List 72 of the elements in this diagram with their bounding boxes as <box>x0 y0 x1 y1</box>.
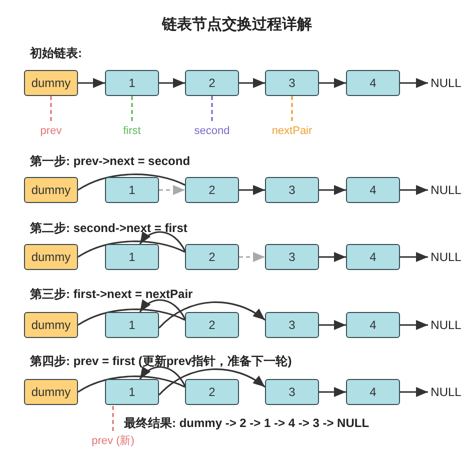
step-heading: 第一步: prev->next = second <box>30 153 190 170</box>
arrow <box>319 387 346 397</box>
result-text: 最终结果: dummy -> 2 -> 1 -> 4 -> 3 -> NULL <box>124 415 370 432</box>
arrow <box>158 301 266 329</box>
arrow <box>400 252 428 262</box>
arrow <box>159 78 185 88</box>
dummy-node-box: dummy <box>24 70 78 96</box>
arrow <box>158 368 266 396</box>
arrow <box>239 78 265 88</box>
list-node-box: 1 <box>105 312 159 338</box>
leader-line <box>112 405 114 431</box>
list-node-box: 3 <box>265 177 319 203</box>
null-label: NULL <box>428 75 464 91</box>
list-node-box: 1 <box>105 379 159 405</box>
arrow <box>78 78 105 88</box>
leader-line <box>211 96 213 121</box>
list-node-box: 2 <box>185 244 239 270</box>
leader-line <box>50 96 52 121</box>
step-heading: 初始链表: <box>30 45 82 62</box>
list-node-box: 4 <box>346 70 400 96</box>
list-node-box: 1 <box>105 70 159 96</box>
dummy-node-box: dummy <box>24 244 78 270</box>
list-node-box: 2 <box>185 177 239 203</box>
list-node-box: 3 <box>265 379 319 405</box>
null-label: NULL <box>428 317 464 333</box>
list-node-box: 3 <box>265 312 319 338</box>
pointer-label: prev (新) <box>87 433 139 447</box>
arrow <box>400 387 428 397</box>
connector-line <box>78 240 186 258</box>
list-node-box: 2 <box>185 312 239 338</box>
list-node-box: 3 <box>265 244 319 270</box>
list-node-box: 4 <box>346 244 400 270</box>
step-heading: 第四步: prev = first (更新prev指针，准备下一轮) <box>30 353 292 370</box>
step-heading: 第二步: second->next = first <box>30 220 188 237</box>
list-node-box: 3 <box>265 70 319 96</box>
list-node-box: 1 <box>105 177 159 203</box>
null-label: NULL <box>428 182 464 198</box>
null-label: NULL <box>428 249 464 265</box>
arrow <box>139 299 186 320</box>
connector-line <box>78 308 186 326</box>
pointer-label: second <box>180 123 244 138</box>
list-node-box: 4 <box>346 177 400 203</box>
dummy-node-box: dummy <box>24 177 78 203</box>
arrow <box>400 185 428 195</box>
list-node-box: 4 <box>346 312 400 338</box>
arrow <box>319 78 346 88</box>
dummy-node-box: dummy <box>24 312 78 338</box>
list-node-box: 1 <box>105 244 159 270</box>
pointer-label: first <box>100 123 164 138</box>
pointer-label: prev <box>19 123 83 138</box>
list-node-box: 2 <box>185 70 239 96</box>
list-node-box: 4 <box>346 379 400 405</box>
arrow <box>400 78 428 88</box>
arrow <box>319 320 346 330</box>
arrow <box>319 252 346 262</box>
title: 链表节点交换过程详解 <box>160 15 313 34</box>
arrow <box>239 252 265 262</box>
arrow <box>159 185 185 195</box>
leader-line <box>131 96 133 121</box>
leader-line <box>291 96 293 121</box>
arrow <box>319 185 346 195</box>
pointer-label: nextPair <box>260 123 324 138</box>
arrow <box>400 320 428 330</box>
connector-line <box>78 376 186 393</box>
arrow <box>239 185 265 195</box>
dummy-node-box: dummy <box>24 379 78 405</box>
connector-line <box>78 174 186 191</box>
arrow <box>139 366 186 386</box>
null-label: NULL <box>428 384 464 400</box>
step-heading: 第三步: first->next = nextPair <box>30 286 193 303</box>
arrow <box>139 231 186 252</box>
list-node-box: 2 <box>185 379 239 405</box>
